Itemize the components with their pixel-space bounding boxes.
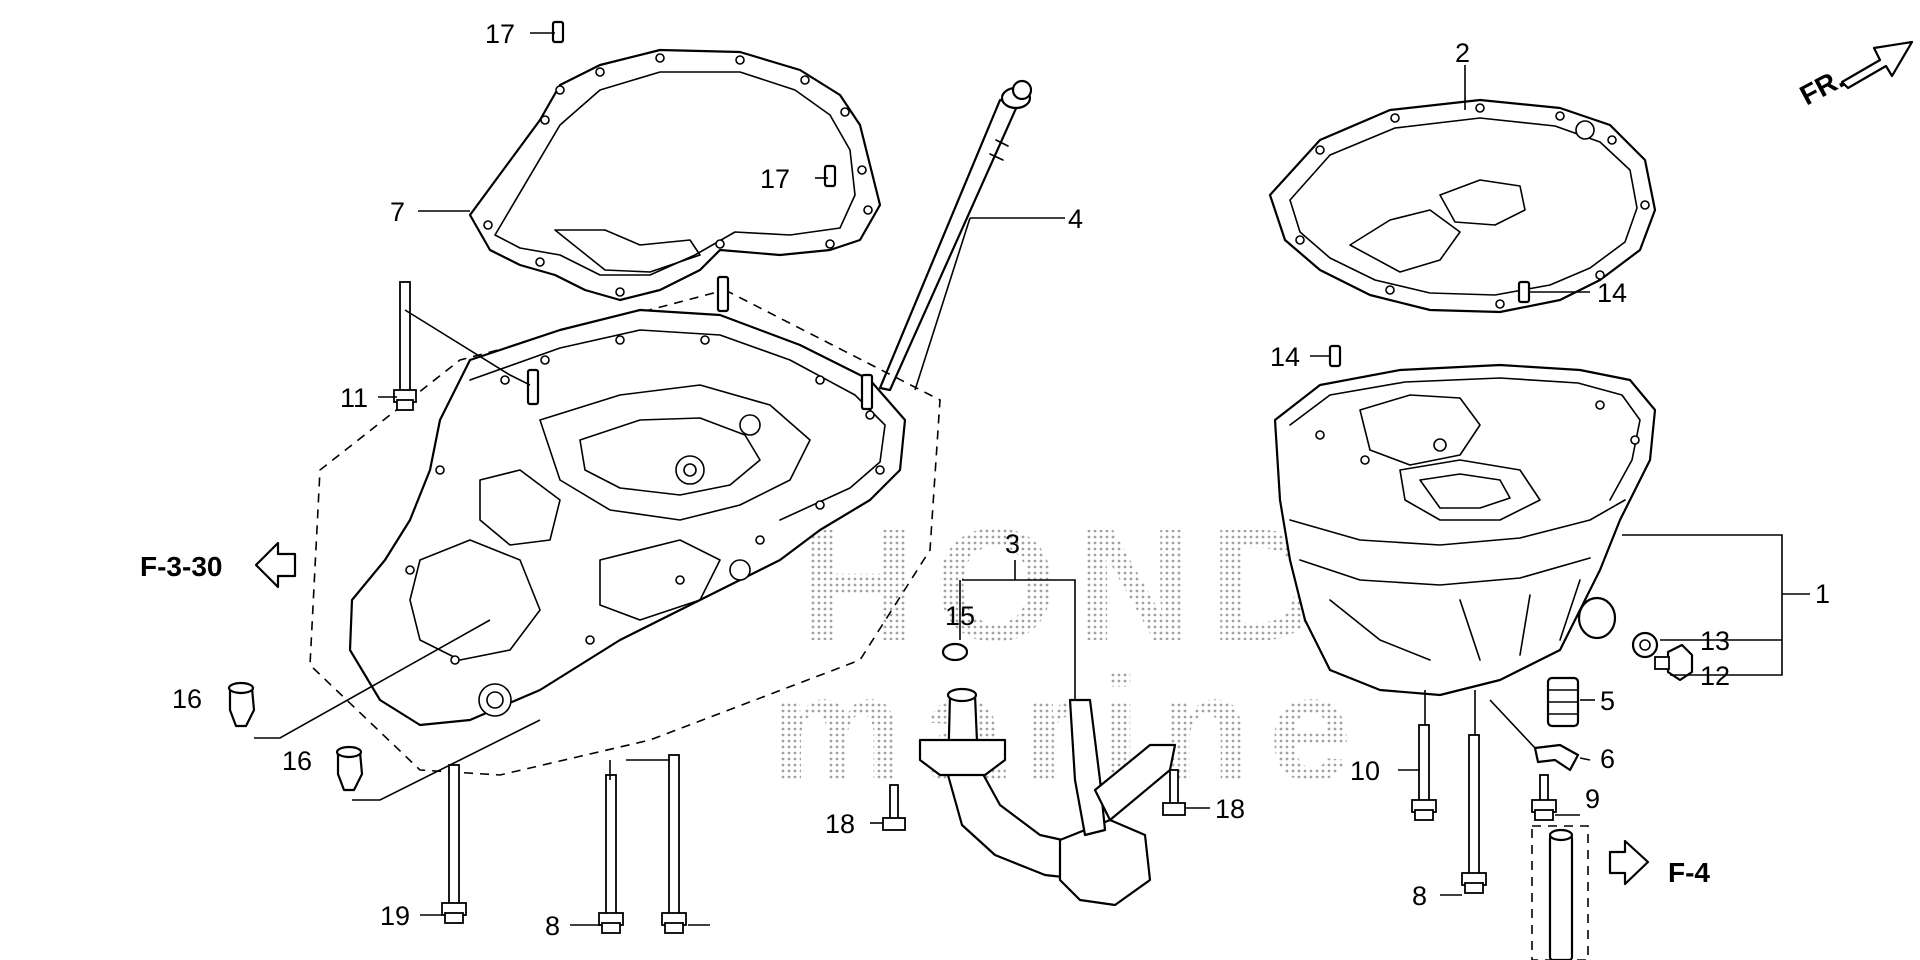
front-label: FR. bbox=[1795, 63, 1849, 112]
callout-16-upper: 16 bbox=[172, 684, 202, 714]
reference-left: F-3-30 bbox=[140, 551, 222, 582]
callout-17-upper: 17 bbox=[485, 19, 515, 49]
part-3-strainer bbox=[918, 687, 1177, 907]
callout-13: 13 bbox=[1700, 626, 1730, 656]
part-18-bolts bbox=[882, 769, 1186, 831]
part-16-plugs bbox=[227, 681, 364, 792]
part-11-bolt bbox=[393, 281, 417, 411]
f-4-arrow-icon bbox=[1608, 839, 1650, 886]
callout-11: 11 bbox=[340, 383, 368, 413]
part-12-drain-plug bbox=[1654, 643, 1694, 682]
callout-10: 10 bbox=[1350, 756, 1380, 786]
callout-3: 3 bbox=[1005, 529, 1020, 559]
callout-16-lower: 16 bbox=[282, 746, 312, 776]
callout-8-right: 8 bbox=[1412, 881, 1427, 911]
callout-12: 12 bbox=[1700, 661, 1730, 691]
front-arrow: FR. bbox=[1795, 40, 1914, 112]
callout-9: 9 bbox=[1585, 784, 1600, 814]
oil-pan-outline bbox=[309, 289, 941, 776]
part-5-spring bbox=[1546, 676, 1580, 728]
left-long-bolts bbox=[441, 754, 687, 934]
part-15-o-ring bbox=[941, 642, 969, 662]
f4-inset bbox=[1531, 825, 1589, 960]
front-arrow-icon bbox=[1840, 40, 1914, 90]
callout-5: 5 bbox=[1600, 686, 1615, 716]
callout-14-right: 14 bbox=[1597, 278, 1627, 308]
callout-7: 7 bbox=[390, 197, 405, 227]
watermark-line2: marine bbox=[770, 644, 1370, 812]
callout-8-left: 8 bbox=[545, 911, 560, 941]
callout-14-left: 14 bbox=[1270, 342, 1300, 372]
callout-4: 4 bbox=[1068, 204, 1083, 234]
callout-17-lower: 17 bbox=[760, 164, 790, 194]
callout-18-right: 18 bbox=[1215, 794, 1245, 824]
part-17-dowels bbox=[551, 20, 837, 188]
part-1-oil-case bbox=[1273, 363, 1657, 697]
part-2-gasket bbox=[1268, 98, 1657, 314]
part-6-clip bbox=[1533, 743, 1580, 772]
callout-2: 2 bbox=[1455, 38, 1470, 68]
callout-18-left: 18 bbox=[825, 809, 855, 839]
reference-right: F-4 bbox=[1668, 857, 1710, 888]
leader-lines bbox=[254, 32, 1810, 926]
callout-1: 1 bbox=[1815, 579, 1830, 609]
callout-19: 19 bbox=[380, 901, 410, 931]
callouts: 1 2 3 4 5 6 7 8 8 9 10 11 12 13 14 14 15… bbox=[172, 19, 1830, 941]
part-10-bolt bbox=[1411, 724, 1437, 821]
callout-6: 6 bbox=[1600, 744, 1615, 774]
callout-15: 15 bbox=[945, 601, 975, 631]
part-7-gasket bbox=[468, 48, 882, 302]
f-3-30-arrow-icon bbox=[254, 541, 297, 589]
part-13-washer bbox=[1631, 631, 1659, 659]
part-14-dowels bbox=[1328, 280, 1531, 368]
part-9-bolt bbox=[1531, 774, 1557, 821]
part-4-dipstick bbox=[878, 79, 1033, 392]
part-8-bolt-right bbox=[1461, 734, 1487, 894]
